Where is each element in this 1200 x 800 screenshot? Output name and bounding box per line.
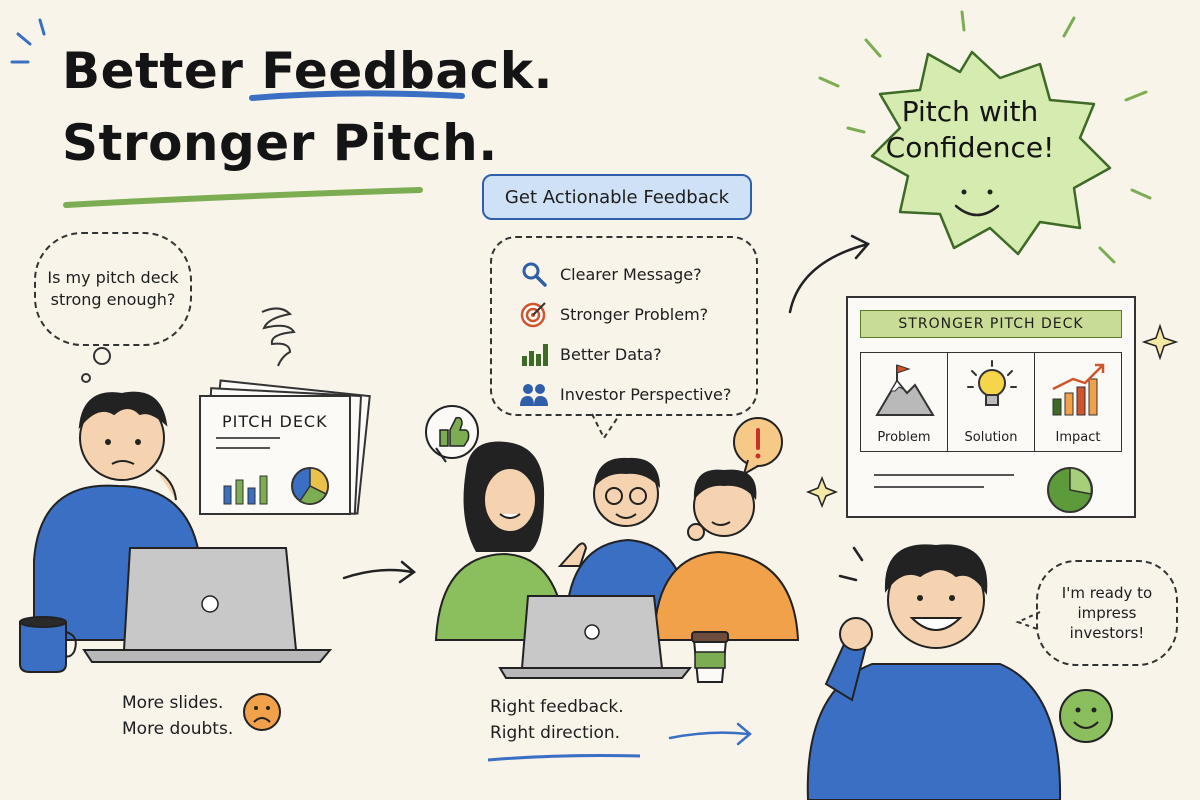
deck-bar-chart-icon [223, 475, 268, 505]
lightbulb-icon [967, 360, 1017, 406]
deck-card-problem: Problem [861, 353, 948, 451]
panel-2-caption-line-2: Right direction. [490, 723, 621, 744]
deck-pie-chart-icon [291, 467, 329, 505]
sparkle-icon [805, 323, 1179, 509]
exclamation-icon [733, 417, 783, 477]
panel-1-caption-line-2: More doubts. [122, 719, 234, 740]
thought-bubble-tail [81, 347, 111, 383]
title-underline-blue [249, 90, 465, 101]
feedback-item-label: Clearer Message? [560, 264, 702, 284]
headline-line-2: Stronger Pitch. [62, 114, 498, 172]
bar-chart-icon [522, 344, 548, 366]
actionable-feedback-banner: Get Actionable Feedback [482, 174, 752, 220]
title-underline-green [63, 187, 423, 208]
deck-card-solution: Solution [948, 353, 1035, 451]
feedback-item: Investor Perspective? [520, 374, 740, 414]
feedback-item-label: Investor Perspective? [560, 384, 732, 404]
thumbs-up-icon [425, 405, 479, 463]
feedback-bubble-tail [591, 413, 621, 440]
worry-thought-text: Is my pitch deck strong enough? [47, 268, 179, 309]
feedback-questions-bubble: Clearer Message? Stronger Problem? Bette… [490, 236, 758, 416]
confidence-line-2: Confidence! [885, 131, 1055, 165]
deck-card-label: Solution [964, 430, 1018, 445]
stress-scribble-icon [261, 307, 296, 367]
feedback-item: Stronger Problem? [520, 294, 740, 334]
deck-card-label: Problem [877, 430, 931, 445]
feedback-item-label: Stronger Problem? [560, 304, 709, 324]
speech-bubble-tail [1015, 611, 1041, 631]
stronger-pitch-deck-slide: STRONGER PITCH DECK Problem [846, 296, 1136, 518]
panel-2-caption: Right feedback. Right direction. [490, 694, 624, 747]
ready-speech-bubble: I'm ready to impress investors! [1036, 560, 1178, 666]
worry-thought-bubble: Is my pitch deck strong enough? [34, 232, 192, 346]
panel-1-caption: More slides. More doubts. [122, 690, 233, 743]
deck-text-line [874, 474, 1014, 476]
title-spark-icon [10, 18, 46, 64]
coffee-mug-icon [19, 616, 77, 673]
stronger-deck-title: STRONGER PITCH DECK [860, 310, 1122, 338]
arrow-bottom-icon [668, 731, 750, 740]
arrow-to-confidence-icon [788, 242, 870, 314]
growth-chart-icon [1052, 363, 1105, 416]
feedback-item: Clearer Message? [520, 254, 740, 294]
mountain-flag-icon [875, 364, 935, 416]
magnifier-icon [522, 262, 547, 287]
deck-cards-row: Problem Solution [860, 352, 1122, 452]
confidence-line-1: Pitch with [901, 95, 1039, 128]
headline-line-1: Better Feedback. [62, 42, 553, 100]
deck-card-impact: Impact [1035, 353, 1121, 451]
confidence-burst [818, 10, 1152, 264]
deck-text-line [874, 486, 984, 488]
pitch-deck-stack [199, 379, 371, 515]
coffee-cup-icon [691, 631, 729, 683]
target-icon [520, 302, 546, 328]
panel-2-caption-line-1: Right feedback. [490, 697, 624, 717]
panel-1-caption-line-1: More slides. [122, 693, 224, 713]
confidence-burst-text: Pitch with Confidence! [870, 94, 1070, 167]
laptop-center [498, 595, 693, 679]
deck-card-label: Impact [1055, 430, 1101, 445]
arrow-to-feedback-icon [342, 568, 414, 580]
deck-pie-chart-icon [1047, 467, 1093, 513]
feedback-item: Better Data? [520, 334, 740, 374]
feedback-item-label: Better Data? [560, 344, 662, 364]
confident-person [806, 544, 1062, 800]
happy-face-icon [1059, 689, 1113, 743]
sad-face-icon [243, 693, 281, 731]
people-icon [520, 384, 548, 406]
laptop-left [82, 547, 333, 663]
caption-underline-blue [487, 754, 641, 762]
ready-speech-text: I'm ready to impress investors! [1061, 583, 1153, 643]
pitch-deck-label: PITCH DECK [222, 412, 328, 431]
